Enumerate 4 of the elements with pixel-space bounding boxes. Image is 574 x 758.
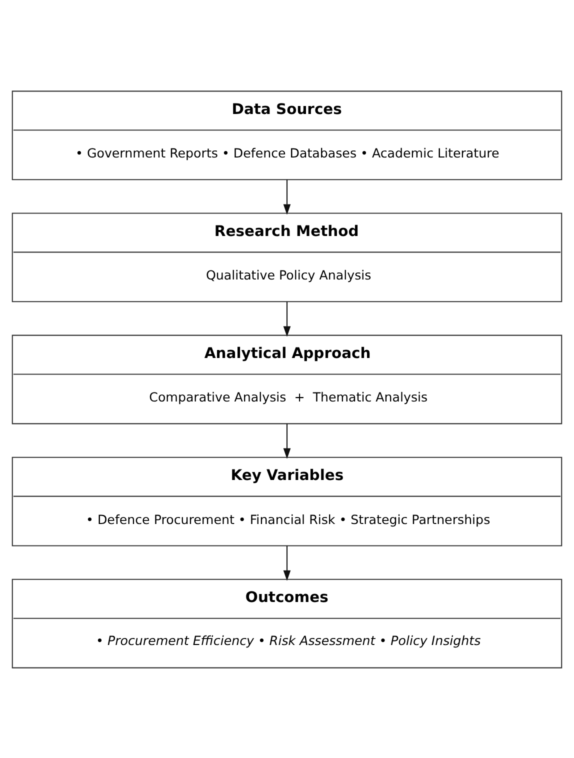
arrow (283, 423, 291, 458)
arrow (283, 545, 291, 580)
arrow (283, 301, 291, 336)
arrow (283, 179, 291, 214)
